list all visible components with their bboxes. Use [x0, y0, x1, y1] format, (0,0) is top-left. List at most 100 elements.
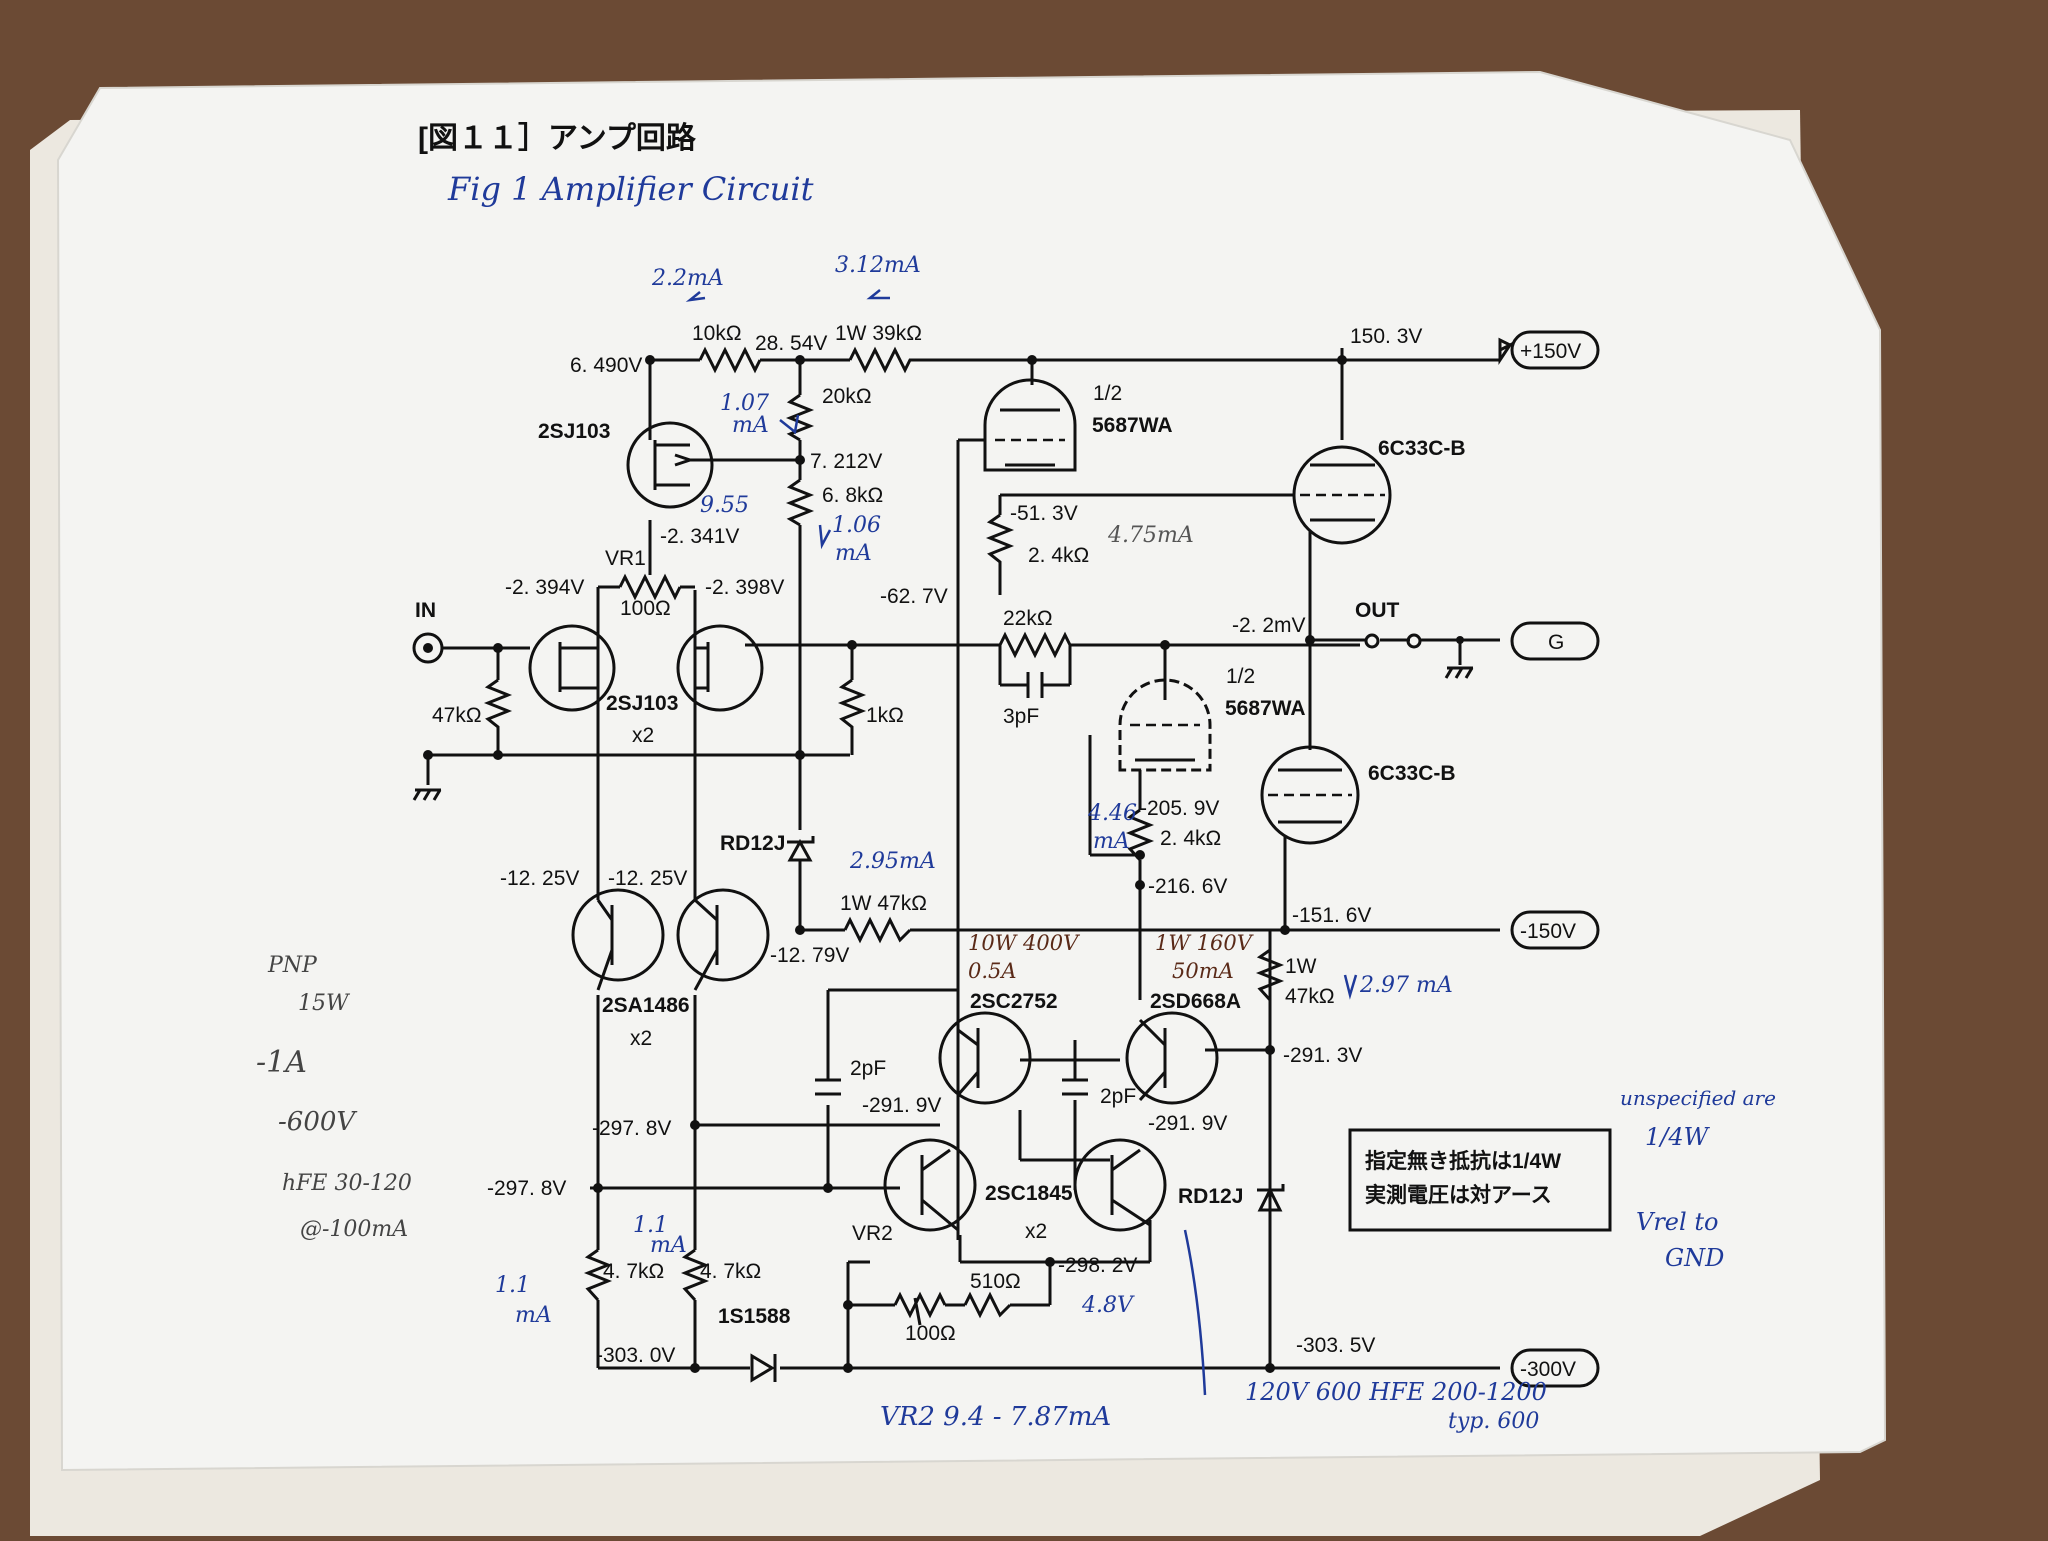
r-510-label: 510Ω — [970, 1270, 1021, 1293]
note-line-1: 指定無き抵抗は1/4W — [1365, 1149, 1561, 1173]
c-3p-label: 3pF — [1003, 705, 1039, 728]
v-2919a: -291. 9V — [862, 1094, 941, 1117]
resistor-1k — [837, 678, 867, 735]
resistor-2k4-bottom — [1125, 808, 1155, 862]
hw-note-2.2ma: 2.2mA — [651, 266, 724, 291]
resistor-510 — [963, 1291, 1012, 1319]
hw-note-1.07-unit: mA — [732, 413, 769, 438]
q-2sj103-pair-label: 2SJ103 — [606, 692, 678, 715]
capacitor-2pf-mid — [1062, 1078, 1088, 1096]
rd12j-right-label: RD12J — [1178, 1185, 1243, 1208]
hw-note-4.75ma: 4.75mA — [1107, 523, 1194, 548]
q-2sd668a-label: 2SD668A — [1150, 990, 1241, 1013]
v-1279: -12. 79V — [770, 944, 849, 967]
v-2919b: -291. 9V — [1148, 1112, 1227, 1135]
hw-note-vrel: Vrel to — [1636, 1208, 1718, 1236]
v-1225b: -12. 25V — [608, 867, 687, 890]
hw-note-gnd: GND — [1665, 1244, 1724, 1272]
resistor-4k7-a — [583, 1248, 613, 1302]
vr1-resistor — [618, 573, 682, 601]
bjt-2sc1845-left — [883, 1138, 977, 1232]
r-4k7-a-label: 4. 7kΩ — [603, 1260, 664, 1283]
r-47k-right-label: 47kΩ — [1285, 985, 1335, 1008]
v-7212: 7. 212V — [810, 450, 882, 473]
v-2854: 28. 54V — [755, 332, 827, 355]
r-100-label: 100Ω — [620, 597, 671, 620]
c-2p-mid-label: 2pF — [1100, 1085, 1136, 1108]
hw-note-3.12ma: 3.12mA — [835, 253, 921, 278]
tube3-half-label: 1/2 — [1226, 665, 1255, 688]
note-line-2: 実測電圧は対アース — [1365, 1183, 1552, 1207]
out-label: OUT — [1355, 599, 1400, 622]
rail-label-neg150: -150V — [1520, 920, 1576, 943]
hw-note-1.07: 1.07 — [720, 391, 769, 416]
resistor-22k — [998, 631, 1072, 659]
r-2k4-top-label: 2. 4kΩ — [1028, 544, 1089, 567]
v-627: -62. 7V — [880, 585, 948, 608]
paper-sheet — [56, 70, 1887, 1472]
jfet-2sj103-right — [676, 624, 764, 712]
output-terminals — [1364, 633, 1422, 649]
x2-b-label: x2 — [630, 1027, 652, 1050]
v-2059: -205. 9V — [1140, 797, 1219, 820]
rail-label-ground: G — [1548, 631, 1564, 654]
v-1516: -151. 6V — [1292, 904, 1371, 927]
q-2sc2752-label: 2SC2752 — [970, 990, 1058, 1013]
r-1k-label: 1kΩ — [866, 704, 904, 727]
bjt-2sa1486-right — [676, 888, 770, 991]
resistor-47k-right — [1255, 948, 1285, 1002]
rail-flag-ground — [1510, 621, 1600, 661]
hw-note-quarter-w: 1/4W — [1645, 1123, 1711, 1151]
page-title: [図１１］アンプ回路 — [418, 122, 697, 155]
rail-label-neg300: -300V — [1520, 1358, 1576, 1381]
hw-note-1.1-a-unit: mA — [515, 1303, 552, 1328]
r-1w47k-label: 1W 47kΩ — [840, 892, 927, 915]
hw-note-1.1-a: 1.1 — [495, 1273, 530, 1298]
hw-arrows — [685, 289, 1358, 1396]
tube1-name-label: 5687WA — [1092, 414, 1173, 437]
hw-note-hfe-bottom: 120V 600 HFE 200-1200 — [1245, 1378, 1547, 1406]
hw-note-9.55: 9.55 — [700, 493, 749, 518]
r-100b-label: 100Ω — [905, 1322, 956, 1345]
in-label: IN — [415, 599, 436, 622]
hw-note-1.1-b: 1.1 — [633, 1213, 668, 1238]
r-2k4-bottom-label: 2. 4kΩ — [1160, 827, 1221, 850]
diode-1s1588 — [750, 1353, 777, 1383]
hw-note-0.5a: 0.5A — [968, 959, 1017, 983]
hw-note-4.46: 4.46 — [1087, 801, 1137, 826]
resistor-39k — [848, 346, 920, 374]
rail-flag-pos150 — [1498, 330, 1600, 370]
r-39k-label: 1W 39kΩ — [835, 322, 922, 345]
v-3030: -303. 0V — [596, 1344, 675, 1367]
resistor-10k — [698, 346, 762, 374]
hw-note-15w: 15W — [298, 991, 351, 1016]
hw-note-1a: -1A — [256, 1045, 307, 1080]
capacitor-2pf-left — [815, 1078, 841, 1096]
capacitor-3pf — [998, 645, 1072, 698]
v-2913: -291. 3V — [1283, 1044, 1362, 1067]
v-2166: -216. 6V — [1148, 875, 1227, 898]
r-1w-label: 1W — [1285, 955, 1317, 978]
x2-a-label: x2 — [632, 724, 654, 747]
hw-note-1w-160v: 1W 160V — [1155, 931, 1254, 955]
handwritten-title: Fig 1 Amplifier Circuit — [447, 170, 814, 208]
hw-note-vr2-current: VR2 9.4 - 7.87mA — [880, 1402, 1111, 1432]
junction-dots — [423, 355, 1464, 1373]
hw-note-typ600: typ. 600 — [1448, 1409, 1539, 1434]
tube3-name-label: 5687WA — [1225, 697, 1306, 720]
v-2978b: -297. 8V — [487, 1177, 566, 1200]
vr2-wiper — [913, 1297, 922, 1326]
rail-label-pos150: +150V — [1520, 340, 1581, 363]
v-3035: -303. 5V — [1296, 1334, 1375, 1357]
hw-note-unspecified: unspecified are — [1620, 1086, 1776, 1110]
rail-flag-neg300 — [1510, 1348, 1600, 1388]
hw-note-2.95ma: 2.95mA — [849, 849, 936, 874]
resistor-2k4-top — [985, 513, 1015, 570]
tube4-name-label: 6C33C-B — [1368, 762, 1456, 785]
rd12j-left-label: RD12J — [720, 832, 785, 855]
v-2341: -2. 341V — [660, 525, 739, 548]
c-2p-left-label: 2pF — [850, 1057, 886, 1080]
jfet-2sj103-top — [626, 421, 714, 509]
bjt-2sc2752 — [938, 1011, 1032, 1105]
